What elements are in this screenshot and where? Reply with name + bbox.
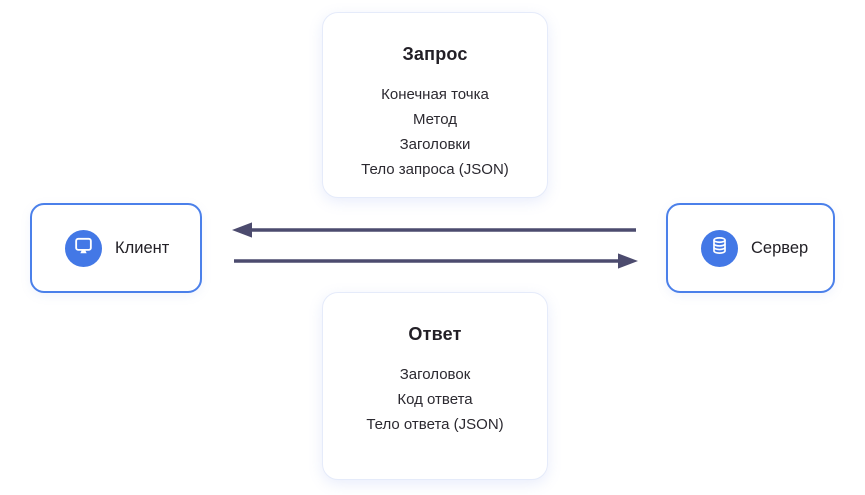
request-item: Тело запроса (JSON) xyxy=(361,161,509,178)
client-node: Клиент xyxy=(30,203,202,293)
request-item: Заголовки xyxy=(399,136,471,153)
response-item: Тело ответа (JSON) xyxy=(366,416,504,433)
client-icon-circle xyxy=(65,229,102,267)
server-node: Сервер xyxy=(666,203,835,293)
server-node-label: Сервер xyxy=(751,238,809,257)
response-item: Код ответа xyxy=(397,391,473,408)
response-items-list: Заголовок Код ответа Тело ответа (JSON) xyxy=(323,362,547,437)
response-panel: Ответ Заголовок Код ответа Тело ответа (… xyxy=(322,292,548,480)
database-icon xyxy=(709,235,730,261)
server-icon-circle xyxy=(701,229,738,267)
response-panel-title: Ответ xyxy=(408,324,462,344)
request-item: Метод xyxy=(413,111,457,128)
request-item: Конечная точка xyxy=(381,86,489,103)
monitor-icon xyxy=(73,235,94,261)
request-panel-title: Запрос xyxy=(402,44,468,64)
client-node-label: Клиент xyxy=(115,238,170,257)
response-arrow-left xyxy=(232,222,636,238)
request-arrow-right xyxy=(234,253,638,269)
request-items-list: Конечная точка Метод Заголовки Тело запр… xyxy=(323,82,547,182)
request-panel: Запрос Конечная точка Метод Заголовки Те… xyxy=(322,12,548,198)
response-item: Заголовок xyxy=(399,366,471,383)
